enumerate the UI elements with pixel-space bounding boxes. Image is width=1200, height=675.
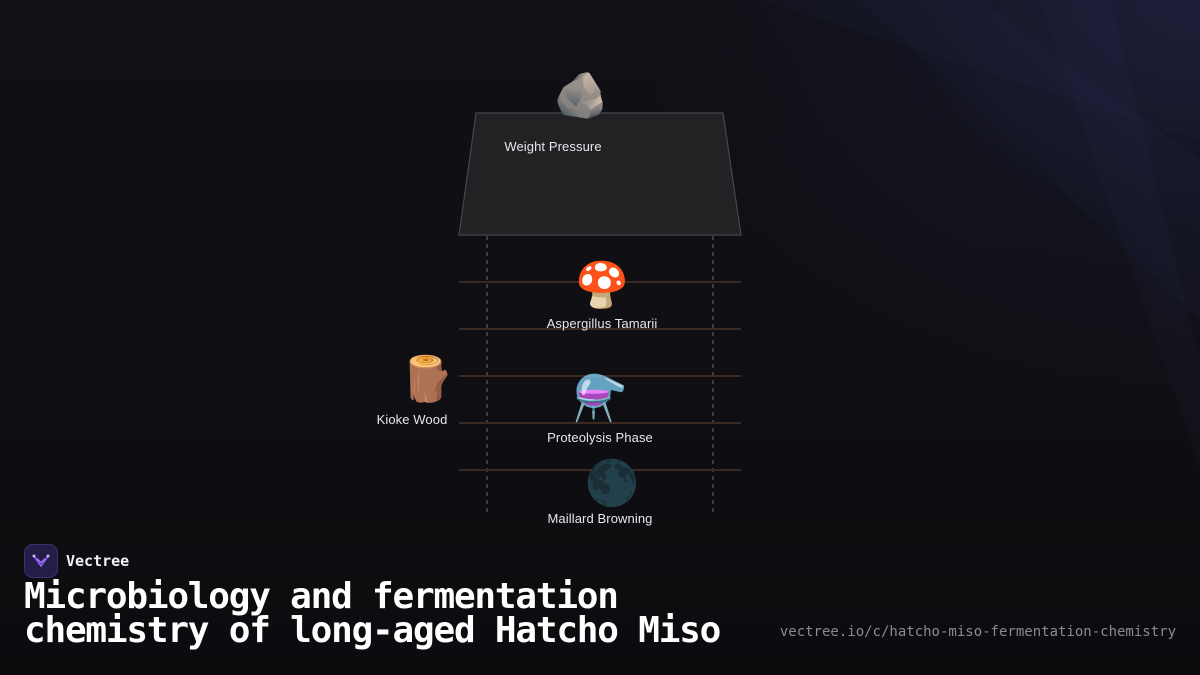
- node-label: Aspergillus Tamarii: [546, 316, 658, 331]
- rock-icon: 🪨: [553, 71, 609, 120]
- brand: Vectree: [24, 544, 129, 578]
- page-title: Microbiology and fermentation chemistry …: [24, 576, 721, 651]
- page-url[interactable]: vectree.io/c/hatcho-miso-fermentation-ch…: [779, 624, 1176, 640]
- node-maillard-browning-label: Maillard Browning: [547, 511, 652, 526]
- node-weight-pressure: 🪨: [554, 70, 609, 122]
- node-label: Maillard Browning: [547, 511, 653, 526]
- node-label: Kioke Wood: [376, 412, 448, 427]
- node-aspergillus-tamarii: 🍄 Aspergillus Tamarii: [547, 260, 658, 331]
- node-label: Proteolysis Phase: [547, 430, 653, 445]
- node-maillard-browning: 🌑: [585, 458, 640, 510]
- wood-log-icon: 🪵: [399, 355, 455, 404]
- node-weight-pressure-label: Weight Pressure: [504, 139, 601, 154]
- node-kioke-wood: 🪵: [400, 354, 455, 406]
- flask-icon: ⚗️: [572, 374, 628, 423]
- dark-moon-icon: 🌑: [584, 459, 640, 508]
- node-kioke-wood-label: Kioke Wood: [377, 412, 448, 427]
- vectree-logo-icon: [24, 544, 58, 578]
- brand-name: Vectree: [66, 552, 130, 570]
- node-proteolysis-phase: ⚗️ Proteolysis Phase: [547, 373, 653, 445]
- barrel-lid: [458, 112, 742, 236]
- mushroom-icon: 🍄: [574, 261, 630, 310]
- node-label: Weight Pressure: [504, 139, 602, 154]
